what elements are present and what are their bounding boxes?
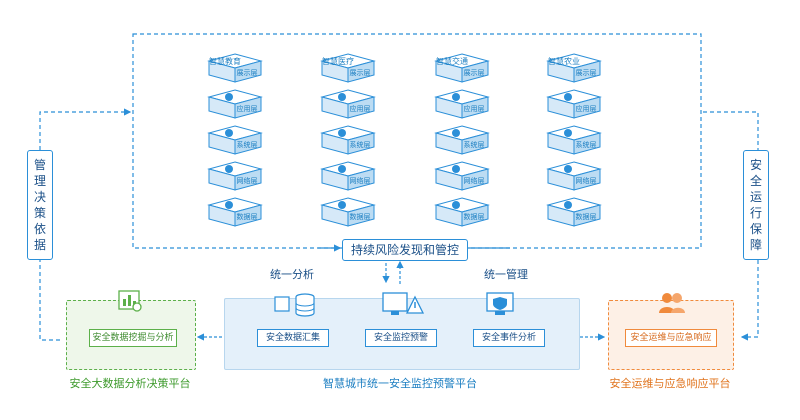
layer-label: 数据层 [237,212,258,221]
layer-label: 应用层 [350,104,371,113]
left_side_label-char: 据 [33,238,46,252]
layer-icon [564,129,572,137]
right_side_label-char: 行 [749,206,762,220]
center-box-1: 安全数据汇集 [257,329,329,347]
right_side_label-char: 全 [749,174,762,188]
right-side-label: 安全运行保障 [743,150,769,260]
cube: 网络层 [546,161,602,191]
right_side_label-char: 障 [749,238,762,252]
layer-label: 系统层 [464,140,485,149]
layer-label: 数据层 [464,212,485,221]
cube: 数据层 [207,197,263,227]
left-platform: 安全数据挖掘与分析 [66,290,196,370]
right_side_label-char: 保 [749,222,762,236]
cube: 展示层 智慧教育 [207,53,263,83]
cube: 展示层 智慧交通 [434,53,490,83]
layer-label: 展示层 [350,69,371,77]
left_side_label-char: 策 [33,206,46,220]
cube: 应用层 [320,89,376,119]
cube: 数据层 [546,197,602,227]
cube: 网络层 [320,161,376,191]
layer-icon [338,165,346,173]
unified-management-label: 统一管理 [484,268,528,281]
layer-icon [564,165,572,173]
center-risk-label: 持续风险发现和管控 [342,239,469,261]
layer-label: 网络层 [576,176,597,185]
layer-icon [564,201,572,209]
cube: 数据层 [434,197,490,227]
layer-label: 展示层 [576,69,597,77]
cube: 网络层 [434,161,490,191]
layer-label: 系统层 [576,140,597,149]
users-icon [657,291,687,319]
cube: 展示层 智慧医疗 [320,53,376,83]
left_side_label-char: 依 [33,222,46,236]
cube: 数据层 [320,197,376,227]
left-platform-title: 安全大数据分析决策平台 [69,377,191,390]
monitor-warning-icon [377,291,425,325]
layer-icon [225,129,233,137]
cube: 展示层 智慧农业 [546,53,602,83]
column-title: 智慧农业 [548,56,580,66]
cube: 应用层 [207,89,263,119]
layer-icon [452,165,460,173]
right-feedback-line [703,111,759,341]
cube: 系统层 [320,125,376,155]
shield-monitor-icon [481,291,529,325]
layer-icon [452,93,460,101]
center-box-2: 安全监控预警 [365,329,437,347]
layer-icon [338,201,346,209]
layer-icon [225,201,233,209]
center-box-3: 安全事件分析 [473,329,545,347]
column-title: 智慧医疗 [322,56,354,66]
unified-analysis-label: 统一分析 [270,268,314,281]
right_side_label-char: 运 [749,190,762,204]
center-platform-title: 智慧城市统一安全监控预警平台 [323,377,477,390]
right-platform: 安全运维与应急响应 [608,293,734,370]
column-title: 智慧交通 [436,56,468,66]
layer-label: 网络层 [350,176,371,185]
cube: 应用层 [546,89,602,119]
cube-column-4: 数据层 网络层 系统层 应用层 展示层 智慧农业 [546,53,602,227]
column-title: 智慧教育 [209,56,241,66]
chart-icon [117,289,143,313]
left_side_label-char: 管 [33,158,46,172]
layer-icon [564,93,572,101]
cube: 系统层 [434,125,490,155]
cube-column-1: 数据层 网络层 系统层 应用层 展示层 智慧教育 [207,53,263,227]
layer-label: 应用层 [464,104,485,113]
layer-label: 展示层 [464,69,485,77]
layer-label: 应用层 [237,104,258,113]
database-icon [271,291,319,325]
layer-label: 数据层 [576,212,597,221]
layer-icon [338,129,346,137]
right-platform-box: 安全运维与应急响应 [625,329,717,347]
layer-icon [452,129,460,137]
layer-label: 系统层 [237,140,258,149]
center-platform: 安全数据汇集 安全监控预警 安全事件分析 [224,292,580,370]
cube: 网络层 [207,161,263,191]
layer-icon [225,165,233,173]
layer-label: 展示层 [237,69,258,77]
layer-label: 数据层 [350,212,371,221]
cube: 系统层 [207,125,263,155]
layer-icon [338,93,346,101]
cube-column-3: 数据层 网络层 系统层 应用层 展示层 智慧交通 [434,53,490,227]
left-platform-box: 安全数据挖掘与分析 [89,329,177,347]
cube: 应用层 [434,89,490,119]
cube: 系统层 [546,125,602,155]
left_side_label-char: 理 [33,174,46,188]
left_side_label-char: 决 [33,190,46,204]
layer-label: 网络层 [464,176,485,185]
layer-label: 网络层 [237,176,258,185]
right_side_label-char: 安 [749,158,762,172]
cube-column-2: 数据层 网络层 系统层 应用层 展示层 智慧医疗 [320,53,376,227]
layer-label: 系统层 [350,140,371,149]
layer-label: 应用层 [576,104,597,113]
layer-icon [225,93,233,101]
layer-icon [452,201,460,209]
left-side-label: 管理决策依据 [27,150,53,260]
right-platform-title: 安全运维与应急响应平台 [609,377,731,390]
